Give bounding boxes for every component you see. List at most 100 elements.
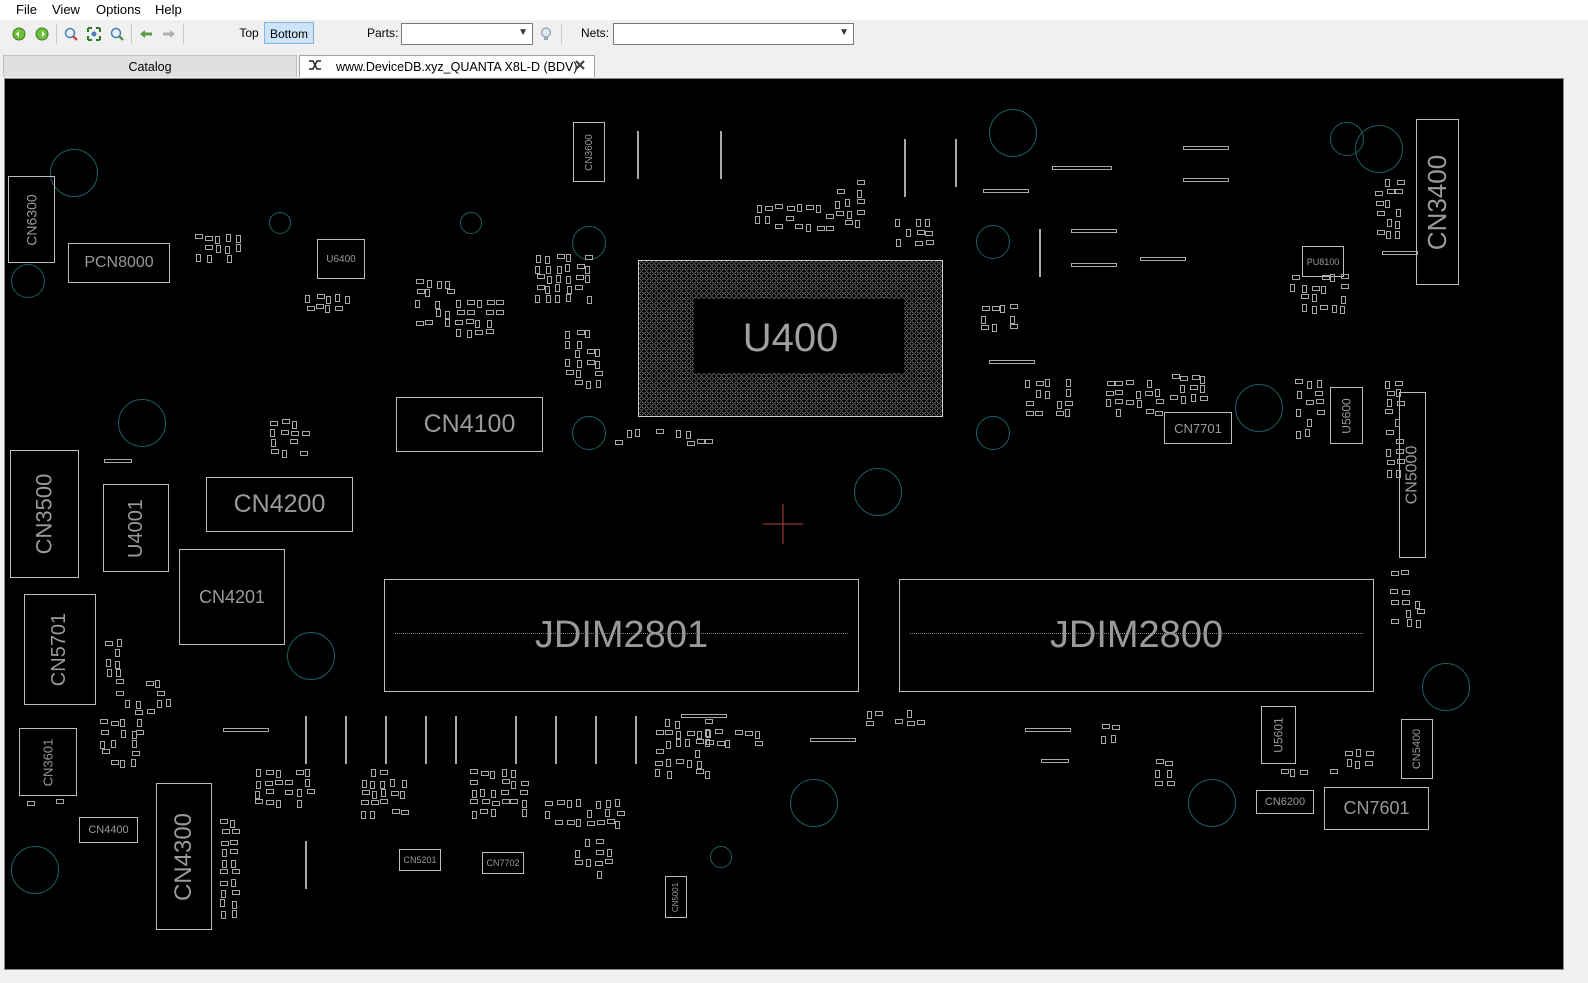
passive-pad: [255, 799, 263, 804]
cn3400-connector[interactable]: CN3400: [1416, 119, 1459, 285]
cn4100-connector[interactable]: CN4100: [396, 397, 543, 452]
menu-file[interactable]: File: [16, 2, 37, 17]
cn5201-connector[interactable]: CN5201: [399, 849, 441, 871]
parts-combobox[interactable]: ▼: [401, 23, 533, 45]
cn7601-connector[interactable]: CN7601: [1324, 787, 1429, 830]
passive-pad: [370, 781, 375, 789]
cn5400-connector[interactable]: CN5400: [1401, 719, 1433, 779]
u400-bga-footprint[interactable]: U400: [638, 260, 943, 417]
passive-pad: [457, 310, 465, 315]
passive-pad: [1395, 221, 1400, 229]
passive-pad: [1417, 609, 1425, 614]
passive-pad: [1396, 439, 1404, 444]
forward-arrow-icon[interactable]: [160, 25, 178, 43]
zoom-out-icon[interactable]: [108, 25, 126, 43]
passive-pad: [1300, 770, 1308, 775]
passive-pad: [1190, 385, 1198, 390]
passive-pad: [1322, 275, 1330, 280]
passive-pad: [655, 761, 663, 766]
tab-catalog[interactable]: Catalog: [3, 55, 297, 77]
cn5001-connector[interactable]: CN5001: [665, 876, 687, 918]
back-arrow-icon[interactable]: [137, 25, 155, 43]
cn7701-connector[interactable]: CN7701: [1164, 412, 1232, 444]
cn5000-connector[interactable]: CN5000: [1399, 392, 1426, 558]
passive-pad: [557, 266, 562, 274]
passive-pad: [335, 294, 340, 302]
u6400-chip[interactable]: U6400: [317, 239, 365, 279]
passive-pad: [105, 641, 113, 646]
passive-pad: [1396, 389, 1401, 397]
u5601-chip[interactable]: U5601: [1261, 706, 1296, 764]
passive-pad: [567, 800, 572, 808]
jdim2800-slot[interactable]: JDIM2800: [899, 579, 1374, 692]
jdim2801-slot[interactable]: JDIM2801: [384, 579, 859, 692]
menu-help[interactable]: Help: [155, 2, 182, 17]
menu-view[interactable]: View: [52, 2, 80, 17]
refresh-icon[interactable]: [10, 25, 28, 43]
long-part: [989, 360, 1035, 364]
cn4400-connector[interactable]: CN4400: [79, 817, 138, 843]
passive-pad: [1386, 231, 1391, 239]
passive-pad: [665, 730, 673, 735]
passive-pad: [816, 205, 821, 213]
passive-pad: [296, 770, 304, 775]
passive-pad: [1026, 401, 1034, 406]
passive-pad: [555, 295, 560, 303]
u4001-chip[interactable]: U4001: [103, 484, 169, 572]
cn5701-connector[interactable]: CN5701: [24, 594, 96, 705]
menu-options[interactable]: Options: [96, 2, 141, 17]
cn6300-connector[interactable]: CN6300: [8, 176, 55, 263]
passive-pad: [557, 254, 565, 259]
passive-pad: [1010, 304, 1018, 309]
passive-pad: [595, 861, 603, 866]
cn3500-connector[interactable]: CN3500: [10, 450, 79, 578]
bottom-side-toggle[interactable]: Bottom: [264, 22, 314, 44]
cn3600-connector[interactable]: CN3600: [573, 122, 605, 182]
passive-pad: [585, 266, 590, 274]
u5600-chip[interactable]: U5600: [1330, 387, 1363, 444]
refresh-alt-icon[interactable]: [33, 25, 51, 43]
passive-pad: [511, 770, 516, 778]
passive-pad: [466, 319, 474, 324]
passive-pad: [755, 731, 760, 739]
passive-pad: [1385, 381, 1390, 389]
passive-pad: [207, 255, 212, 263]
nets-combobox[interactable]: ▼: [613, 23, 854, 45]
mounting-hole: [710, 846, 732, 868]
cn4300-connector[interactable]: CN4300: [156, 783, 212, 930]
passive-pad: [1045, 379, 1050, 387]
long-part: [1071, 263, 1117, 267]
mounting-hole: [790, 779, 838, 827]
passive-pad: [1036, 390, 1041, 398]
tab-document[interactable]: www.DeviceDB.xyz_QUANTA X8L-D (BDV): [299, 55, 595, 77]
zoom-fit-icon[interactable]: [85, 25, 103, 43]
cn4201-connector[interactable]: CN4201: [179, 549, 285, 645]
cn6200-connector[interactable]: CN6200: [1256, 790, 1314, 814]
passive-pad: [676, 430, 681, 438]
board-canvas[interactable]: U400 JDIM2801 JDIM2800 CN4100 CN4200 CN4…: [4, 78, 1564, 970]
passive-pad: [221, 841, 229, 846]
passive-pad: [1385, 200, 1390, 208]
pcn8000-component[interactable]: PCN8000: [68, 243, 170, 283]
passive-pad: [480, 789, 485, 797]
pu8100-chip[interactable]: PU8100: [1302, 246, 1344, 277]
cn3601-connector[interactable]: CN3601: [19, 728, 77, 796]
passive-pad: [1387, 219, 1392, 227]
passive-pad: [220, 869, 228, 874]
zoom-in-icon[interactable]: [62, 25, 80, 43]
passive-pad: [845, 199, 850, 207]
passive-pad: [335, 306, 343, 311]
lightbulb-icon[interactable]: [537, 25, 555, 43]
passive-pad: [475, 320, 480, 328]
cn4200-connector[interactable]: CN4200: [206, 477, 353, 532]
cn7702-connector[interactable]: CN7702: [482, 852, 524, 874]
top-side-toggle[interactable]: Top: [239, 26, 259, 40]
tab-close-icon[interactable]: [574, 56, 586, 78]
passive-pad: [371, 769, 376, 777]
passive-pad: [222, 860, 227, 868]
passive-pad: [575, 285, 583, 290]
passive-pad: [435, 301, 440, 309]
long-part: [1052, 166, 1112, 170]
passive-pad: [231, 860, 236, 868]
passive-pad: [1341, 296, 1346, 304]
